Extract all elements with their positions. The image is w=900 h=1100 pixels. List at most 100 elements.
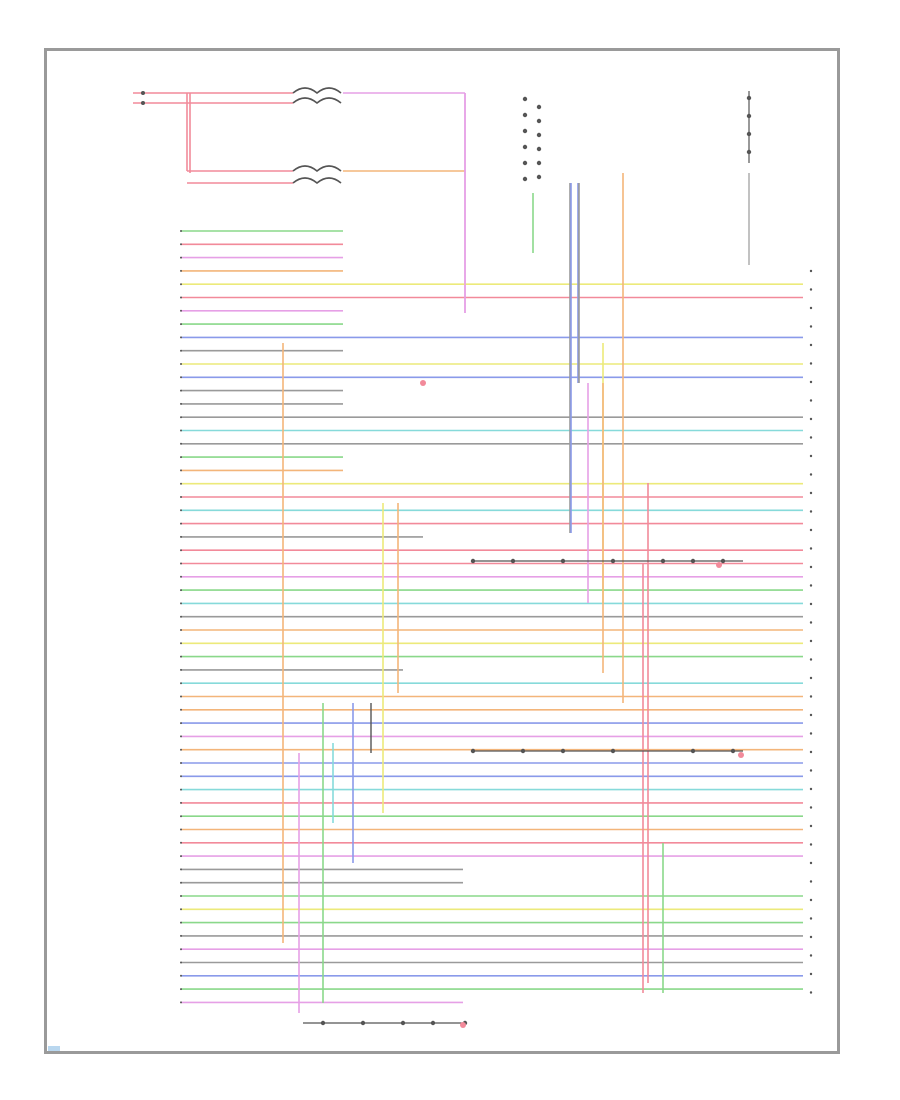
connector-pin [180,442,182,445]
connector-pin [180,602,182,605]
terminal-marker [809,695,813,698]
connector-pin [180,522,182,525]
fusible-link-symbol [292,97,342,105]
indicator-lamp [716,562,722,568]
connector-pin [180,575,182,578]
terminal-marker [809,528,813,532]
connector-pin [180,722,182,725]
terminal-marker [809,362,813,365]
switch-contact [746,113,752,119]
connector-pin [180,948,182,951]
connector-pin [180,269,182,272]
connector-pin [180,988,182,991]
connector-pin [180,243,182,246]
connector-pin [180,336,182,339]
connector-pin [180,469,182,472]
connector-pin [180,642,182,645]
connector-pin [180,668,182,671]
fusible-link-symbol [292,165,342,173]
connector-pin [180,283,182,286]
terminal-marker [809,658,813,661]
ignition-switch-contact [536,174,542,180]
terminal-marker [809,602,813,606]
terminal-marker [809,861,813,865]
fusible-link-symbol [292,177,342,185]
connector-pin [180,363,182,365]
connector-pin [180,921,182,924]
switch-contact [746,95,752,101]
connector-pin [180,416,182,419]
terminal-marker [809,843,813,846]
connector-pin [180,535,182,538]
battery-terminal [141,101,145,105]
terminal-marker [809,621,813,624]
connector-pin [180,376,182,379]
battery-terminal [141,91,145,95]
terminal-marker [809,436,813,439]
indicator-lamp [420,380,426,386]
terminal-marker [809,954,813,957]
switch-contact [746,131,752,137]
diagram-frame [44,48,840,1054]
terminal-marker [809,547,813,550]
ignition-switch-contact [522,112,528,118]
connector-pin [180,349,182,352]
connector-pin [180,589,182,592]
terminal-marker [809,380,813,384]
terminal-marker [809,288,813,291]
terminal-marker [809,454,813,458]
ignition-switch-contact [522,128,528,134]
terminal-marker [809,584,813,587]
connector-pin [180,788,182,791]
connector-pin [180,961,182,964]
connector-pin [180,456,182,459]
terminal-marker [809,880,813,883]
connector-pin [180,429,182,432]
connector-pin [180,655,182,658]
switch-contact [746,149,752,155]
connector-pin [180,629,182,631]
terminal-marker [809,491,813,495]
terminal-marker [809,898,813,902]
connector-pin [180,895,182,897]
connector-pin [180,496,182,498]
connector-pin [180,934,182,937]
connector-pin [180,855,182,858]
terminal-marker [809,806,813,809]
ignition-switch-contact [522,176,528,182]
connector-pin [180,762,182,764]
terminal-marker [809,473,813,476]
connector-pin [180,695,182,698]
connector-pin [180,1001,182,1004]
terminal-marker [809,325,813,328]
terminal-marker [809,769,813,772]
indicator-lamp [460,1022,466,1028]
connector-pin [180,309,182,312]
connector-pin [180,828,182,831]
terminal-marker [809,935,813,939]
connector-pin [180,389,182,392]
terminal-marker [809,824,813,828]
connector-pin [180,682,182,685]
terminal-marker [809,510,813,513]
connector-pin [180,815,182,818]
ignition-switch-contact [536,146,542,152]
terminal-marker [809,417,813,421]
terminal-marker [809,639,813,643]
connector-pin [180,708,182,711]
connector-pin [180,482,182,485]
connector-pin [180,735,182,738]
connector-pin [180,256,182,259]
terminal-marker [809,787,813,791]
terminal-marker [809,972,813,976]
connector-pin [180,549,182,552]
ignition-switch-contact [522,96,528,102]
terminal-marker [809,565,813,569]
ignition-switch-contact [536,118,542,124]
ignition-switch-contact [536,104,542,110]
terminal-marker [809,676,813,680]
connector-pin [180,296,182,299]
indicator-lamp [738,752,744,758]
ignition-switch-contact [536,132,542,138]
connector-pin [180,230,182,232]
